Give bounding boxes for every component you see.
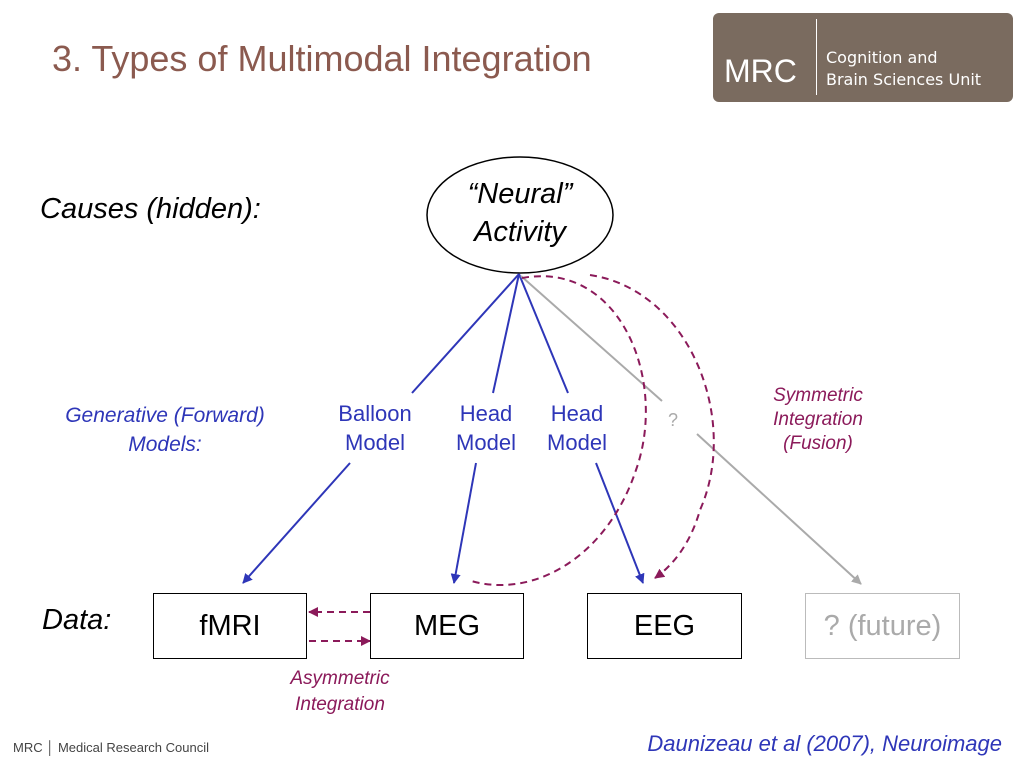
logo-unit-name: Cognition and Brain Sciences Unit	[826, 47, 981, 91]
balloon-model-label: Balloon Model	[322, 399, 428, 457]
edge-node-head-meg	[492, 273, 520, 394]
asymmetric-integration-label: Asymmetric Integration	[260, 666, 420, 718]
arrow-head-eeg	[595, 462, 645, 584]
generative-line-2: Models:	[128, 433, 202, 456]
neural-activity-line-2: Activity	[474, 216, 566, 248]
footer-organisation: MRC │ Medical Research Council	[13, 740, 209, 755]
neural-activity-line-1: “Neural”	[467, 178, 573, 210]
asymmetric-line-2: Integration	[295, 694, 385, 715]
model-line-1: Head	[550, 401, 604, 426]
data-label: Data:	[42, 604, 112, 636]
symmetric-line-3: (Fusion)	[783, 433, 853, 454]
logo-mark: MRC	[724, 53, 797, 89]
reference-citation: Daunizeau et al (2007), Neuroimage	[647, 731, 1002, 756]
generative-models-label: Generative (Forward) Models:	[30, 401, 300, 459]
logo-unit-line-2: Brain Sciences Unit	[826, 70, 982, 89]
page-title: 3. Types of Multimodal Integration	[52, 38, 592, 79]
asymmetric-line-1: Asymmetric	[290, 668, 390, 689]
head-model-eeg-label: Head Model	[532, 399, 622, 457]
edge-node-unknown	[520, 275, 663, 402]
mrc-cbu-logo: MRC Cognition and Brain Sciences Unit	[713, 13, 1013, 102]
arrow-balloon-fmri	[242, 462, 351, 584]
symmetric-integration-label: Symmetric Integration (Fusion)	[748, 384, 888, 456]
neural-activity-label: “Neural” Activity	[430, 175, 610, 251]
eeg-box: EEG	[587, 593, 742, 659]
future-box: ? (future)	[805, 593, 960, 659]
model-line-2: Model	[345, 430, 405, 455]
generative-line-1: Generative (Forward)	[65, 404, 265, 427]
symmetric-fusion-curve-outer	[589, 274, 715, 579]
fmri-box: fMRI	[153, 593, 307, 659]
meg-box: MEG	[370, 593, 524, 659]
neural-activity-node	[426, 156, 614, 274]
edge-node-head-eeg	[518, 273, 569, 394]
logo-divider	[816, 19, 817, 95]
causes-label: Causes (hidden):	[40, 193, 261, 225]
edge-node-balloon	[411, 273, 520, 394]
arrow-unknown-future	[696, 433, 862, 585]
model-line-1: Head	[459, 401, 513, 426]
head-model-meg-label: Head Model	[441, 399, 531, 457]
model-line-2: Model	[456, 430, 516, 455]
model-line-2: Model	[547, 430, 607, 455]
symmetric-line-1: Symmetric	[773, 385, 863, 406]
symmetric-line-2: Integration	[773, 409, 863, 430]
unknown-model-label: ?	[668, 410, 679, 430]
model-line-1: Balloon	[338, 401, 412, 426]
symmetric-fusion-curve-inner	[467, 275, 647, 586]
arrow-head-meg	[450, 462, 477, 584]
logo-unit-line-1: Cognition and	[826, 48, 938, 67]
